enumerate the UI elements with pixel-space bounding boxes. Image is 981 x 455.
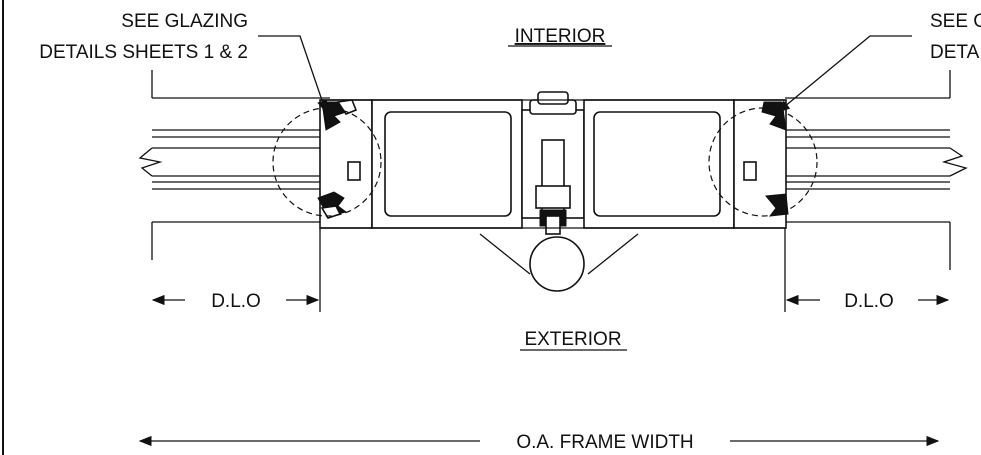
break-line-left [138,147,163,177]
gasket-bottom-right [765,193,789,217]
right-glass-unit [785,70,968,270]
left-frame-profile [317,99,523,312]
callout-left-line1: SEE GLAZING [121,11,248,32]
right-frame-profile [583,99,789,312]
dlo-left-label: D.L.O [211,291,261,312]
left-glass-unit [138,70,330,260]
callout-right-line2: DETA [930,42,980,63]
dlo-right-label: D.L.O [844,291,894,312]
break-line-right [941,147,968,177]
center-mullion [479,91,639,292]
pressure-cap-circle [529,236,585,292]
detail-circle-right [708,107,818,217]
setting-block-right [743,161,757,181]
leader-left [258,35,328,114]
callout-right-line1: SEE G [930,11,981,32]
callout-left-line2: DETAILS SHEETS 1 & 2 [39,42,248,63]
leader-right [776,35,912,113]
setting-block-left [347,161,361,181]
frame-width-label: O.A. FRAME WIDTH [516,432,693,453]
exterior-label: EXTERIOR [524,329,621,350]
interior-label: INTERIOR [515,26,606,47]
